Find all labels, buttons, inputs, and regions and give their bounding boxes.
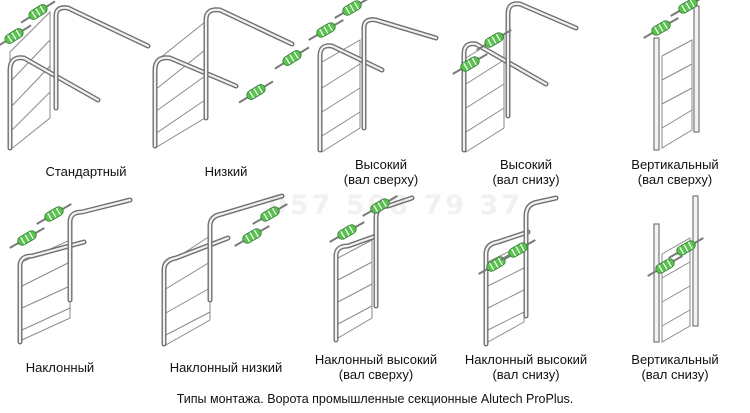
high-bottom-mounting-drawing xyxy=(449,1,579,153)
label-inclined: Наклонный xyxy=(25,360,95,375)
label-high-bottom: Высокий (вал снизу) xyxy=(492,157,560,187)
standard-mounting-drawing xyxy=(0,0,151,152)
vertical-bottom-mounting-drawing xyxy=(644,195,707,343)
inclined-mounting-drawing xyxy=(6,197,133,345)
label-vertical-top: Вертикальный (вал сверху) xyxy=(631,157,719,187)
label-high-top: Высокий (вал сверху) xyxy=(343,157,419,187)
inclined-high-bottom-mounting-drawing xyxy=(475,195,559,347)
vertical-top-mounting-drawing xyxy=(640,0,709,151)
label-inclined-high-bottom: Наклонный высокий (вал снизу) xyxy=(464,352,588,382)
inclined-low-mounting-drawing xyxy=(161,193,291,347)
phone-watermark: 057 508 79 37 xyxy=(268,190,524,221)
high-top-mounting-drawing xyxy=(305,0,439,153)
inclined-high-top-mounting-drawing xyxy=(326,191,415,343)
figure-caption: Типы монтажа. Ворота промышленные секцио… xyxy=(176,392,574,406)
label-low: Низкий xyxy=(204,164,248,179)
label-standard: Стандартный xyxy=(45,164,127,179)
label-vertical-bottom: Вертикальный (вал снизу) xyxy=(631,352,719,382)
low-mounting-drawing xyxy=(152,7,313,149)
label-inclined-low: Наклонный низкий xyxy=(169,360,283,375)
label-inclined-high-top: Наклонный высокий (вал сверху) xyxy=(314,352,438,382)
